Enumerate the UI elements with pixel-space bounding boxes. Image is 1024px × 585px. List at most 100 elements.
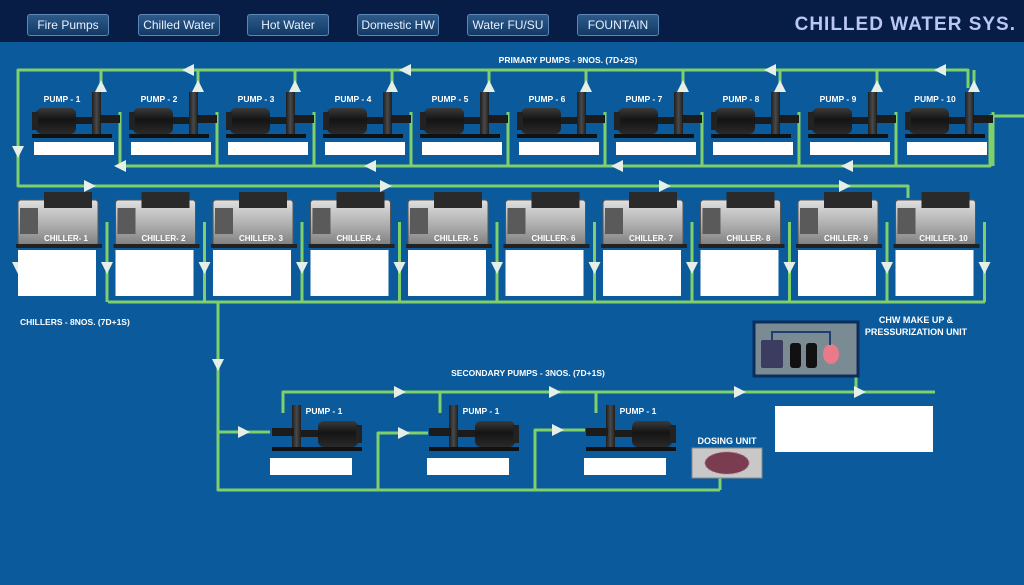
pump-motor-cap — [517, 112, 523, 130]
primary-pump-5-status-box — [422, 142, 502, 155]
chiller-4-flow-arrow — [393, 262, 406, 274]
chiller-8-icon[interactable] — [698, 192, 785, 248]
pump-base — [905, 134, 985, 138]
chiller-base — [698, 244, 785, 248]
pump-base — [614, 134, 694, 138]
secondary-pump-3-label: PUMP - 1 — [620, 406, 657, 416]
primary-pump-6-flow-arrow — [580, 80, 592, 92]
pump-suction — [585, 115, 605, 123]
secondary-pump-2-inlet-arrow — [398, 427, 410, 439]
pump-discharge — [965, 92, 974, 136]
pump-motor — [475, 421, 515, 447]
pump-discharge — [674, 92, 683, 136]
chiller-panel — [410, 208, 428, 234]
nav-fire-pumps-button[interactable]: Fire Pumps — [27, 14, 109, 36]
primary-pump-1-icon[interactable] — [32, 92, 120, 138]
chiller-base — [406, 244, 492, 248]
pump-shaft — [76, 117, 96, 124]
pump-motor — [632, 421, 672, 447]
chiller-7-status-box — [603, 250, 681, 296]
chiller-2-flow-arrow — [198, 262, 211, 274]
chiller-compressor — [531, 192, 580, 208]
pump-motor — [424, 108, 464, 134]
secondary-pump-1-label: PUMP - 1 — [306, 406, 343, 416]
pump-motor-cap — [226, 112, 232, 130]
makeup-pump-2-icon — [806, 343, 817, 368]
secondary-pump-3-icon[interactable] — [586, 405, 676, 451]
pump-base — [586, 447, 676, 451]
chiller-header-arrow-3 — [659, 180, 671, 192]
makeup-unit-title-line2: PRESSURIZATION UNIT — [865, 327, 968, 337]
primary-pump-5-flow-arrow — [483, 80, 495, 92]
chiller-10-icon[interactable] — [893, 192, 980, 248]
primary-pump-9-icon[interactable] — [808, 92, 896, 138]
chiller-3-icon[interactable] — [211, 192, 297, 248]
chiller-6-flow-arrow — [588, 262, 601, 274]
chiller-compressor — [336, 192, 385, 208]
secondary-riser-arrow — [212, 359, 224, 371]
pump-motor-cap — [513, 425, 519, 443]
primary-pumps-title: PRIMARY PUMPS - 9NOS. (7D+2S) — [499, 55, 638, 65]
chw-makeup-pressurization-unit[interactable] — [752, 320, 860, 378]
chiller-2-icon[interactable] — [113, 192, 200, 248]
nav-hot-water-button[interactable]: Hot Water — [247, 14, 329, 36]
primary-pump-7-icon[interactable] — [614, 92, 702, 138]
pump-discharge — [92, 92, 101, 136]
chiller-7-icon[interactable] — [601, 192, 687, 248]
primary-left-riser-arrow — [12, 146, 24, 158]
secondary-pump-2-label: PUMP - 1 — [463, 406, 500, 416]
primary-return-arrow-1 — [114, 160, 126, 172]
pump-discharge — [577, 92, 586, 136]
primary-pump-9-label: PUMP - 9 — [820, 94, 857, 104]
secondary-pump-1-icon[interactable] — [272, 405, 362, 451]
pump-discharge — [771, 92, 780, 136]
chiller-1-icon[interactable] — [16, 192, 102, 248]
nav-water-fu-su-button[interactable]: Water FU/SU — [467, 14, 549, 36]
chiller-9-icon[interactable] — [796, 192, 882, 248]
dosing-unit[interactable] — [691, 447, 763, 479]
chiller-8-flow-arrow — [783, 262, 796, 274]
pump-motor-cap — [129, 112, 135, 130]
primary-pump-10-flow-arrow — [968, 80, 980, 92]
nav-fountain-button[interactable]: FOUNTAIN — [577, 14, 659, 36]
pump-discharge — [383, 92, 392, 136]
chiller-4-icon[interactable] — [308, 192, 395, 248]
primary-header-arrow-1 — [182, 64, 194, 76]
pump-shaft — [270, 117, 290, 124]
chiller-header-arrow-2 — [380, 180, 392, 192]
primary-pump-10-icon[interactable] — [905, 92, 993, 138]
makeup-vessel-icon — [823, 344, 839, 364]
chiller-1-label: CHILLER- 1 — [44, 234, 89, 243]
chiller-header-arrow-4 — [839, 180, 851, 192]
chiller-compressor — [239, 192, 287, 208]
primary-pump-6-icon[interactable] — [517, 92, 605, 138]
pump-shaft — [612, 430, 632, 437]
nav-domestic-hw-button[interactable]: Domestic HW — [357, 14, 439, 36]
primary-pump-8-icon[interactable] — [711, 92, 799, 138]
pump-motor-cap — [614, 112, 620, 130]
primary-pump-3-icon[interactable] — [226, 92, 314, 138]
chiller-compressor — [629, 192, 677, 208]
pump-discharge — [189, 92, 198, 136]
pump-suction — [488, 115, 508, 123]
chiller-4-status-box — [310, 250, 389, 296]
primary-pump-9-status-box — [810, 142, 890, 155]
pump-discharge — [292, 405, 301, 449]
pump-shaft — [455, 430, 475, 437]
primary-pump-2-icon[interactable] — [129, 92, 217, 138]
primary-pump-5-icon[interactable] — [420, 92, 508, 138]
pump-motor-cap — [420, 112, 426, 130]
pump-suction — [973, 115, 993, 123]
primary-pump-4-icon[interactable] — [323, 92, 411, 138]
pump-suction — [294, 115, 314, 123]
chiller-base — [211, 244, 297, 248]
chiller-6-icon[interactable] — [503, 192, 590, 248]
secondary-pump-2-icon[interactable] — [429, 405, 519, 451]
pump-suction — [779, 115, 799, 123]
chiller-5-icon[interactable] — [406, 192, 492, 248]
nav-chilled-water-button[interactable]: Chilled Water — [138, 14, 220, 36]
pump-shaft — [852, 117, 872, 124]
primary-return-arrow-4 — [841, 160, 853, 172]
pump-suction — [586, 428, 608, 436]
